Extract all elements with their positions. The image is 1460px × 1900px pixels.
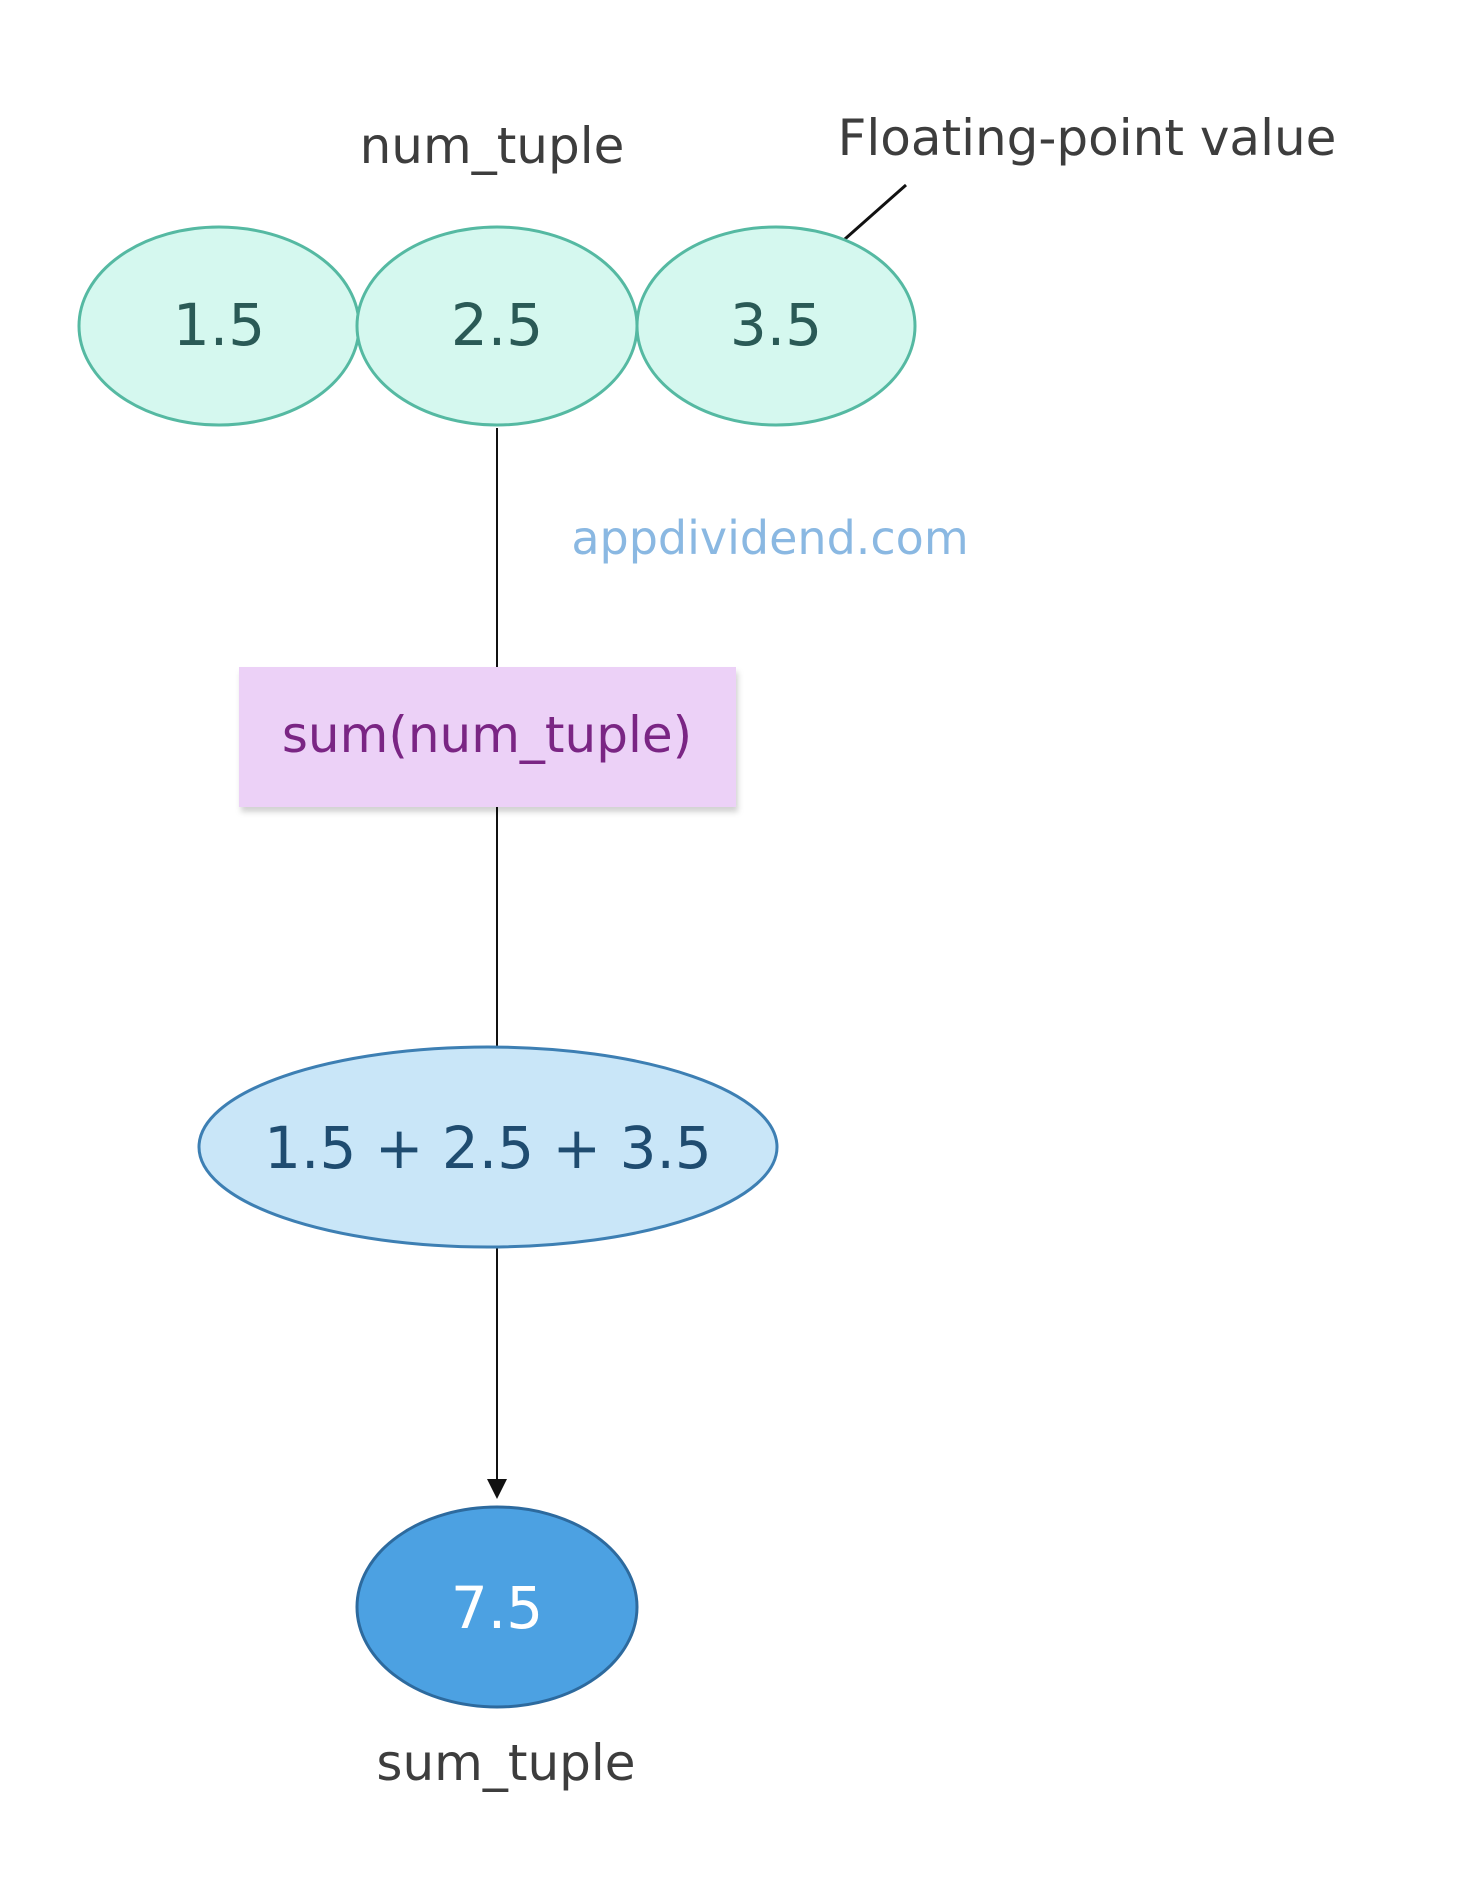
result-label: sum_tuple	[376, 1734, 635, 1792]
tuple-item-shape	[635, 225, 917, 427]
function-call-label: sum(num_tuple)	[282, 706, 692, 764]
tuple-item: 3.5	[635, 225, 917, 427]
watermark: appdividend.com	[571, 511, 968, 565]
result-node	[355, 1505, 639, 1709]
result-value: 7.5	[451, 1574, 543, 1642]
function-box	[239, 667, 736, 807]
tuple-item-value: 1.5	[173, 291, 265, 359]
tuple-item: 1.5	[77, 225, 361, 427]
annotation-label: Floating-point value	[838, 109, 1337, 167]
tuple-item-value: 3.5	[730, 291, 822, 359]
tuple-item: 2.5	[355, 225, 639, 427]
tuple-item-value: 2.5	[451, 291, 543, 359]
expression-node	[197, 1045, 779, 1249]
tuple-label: num_tuple	[360, 117, 625, 175]
expression-label: 1.5 + 2.5 + 3.5	[264, 1114, 712, 1182]
